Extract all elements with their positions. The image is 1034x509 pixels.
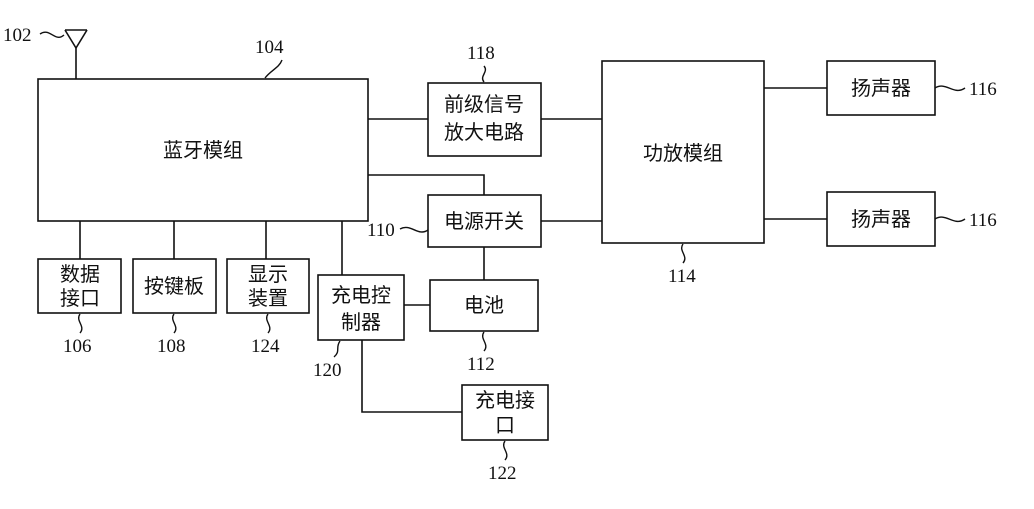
ref-power-switch: 110 [367,220,395,241]
ref-data-port: 106 [63,336,92,357]
keypad-label: 按键板 [144,274,204,298]
power-switch-label: 电源开关 [444,209,524,233]
reference-numerals: 102 104 118 116 116 110 114 106 108 124 … [3,25,997,484]
data-port-label-line1: 数据 [60,262,100,286]
charge-controller-block: 充电控 制器 [317,274,405,341]
charge-port-label-line2: 口 [495,413,515,437]
ref-speaker-top: 116 [969,79,997,100]
preamp-label-line2: 放大电路 [444,120,524,144]
charge-port-block: 充电接 口 [461,384,549,441]
reference-leaders [39,31,966,461]
display-block: 显示 装置 [226,258,310,314]
ref-charge-controller: 120 [313,360,342,381]
bluetooth-module-block: 蓝牙模组 [37,78,369,222]
antenna-icon [64,29,88,79]
speaker-bottom-block: 扬声器 [826,191,936,247]
speaker-top-label: 扬声器 [851,76,911,100]
amp-module-block: 功放模组 [601,60,765,244]
preamp-block: 前级信号 放大电路 [427,82,542,157]
ref-speaker-bottom: 116 [969,210,997,231]
connection-wires [79,87,827,413]
ref-amp-module: 114 [668,266,696,287]
amp-module-label: 功放模组 [643,141,723,165]
charge-controller-label-line2: 制器 [341,310,381,334]
charge-port-label-line1: 充电接 [475,388,535,412]
battery-block: 电池 [429,279,539,332]
ref-antenna: 102 [3,25,32,46]
ref-preamp: 118 [467,43,495,64]
battery-label: 电池 [464,293,504,317]
speaker-top-block: 扬声器 [826,60,936,116]
power-switch-block: 电源开关 [427,194,542,248]
preamp-label-line1: 前级信号 [444,92,524,116]
data-port-label-line2: 接口 [60,286,100,310]
speaker-bottom-label: 扬声器 [851,207,911,231]
ref-battery: 112 [467,354,495,375]
display-label-line2: 装置 [248,286,288,310]
keypad-block: 按键板 [132,258,217,314]
data-port-block: 数据 接口 [37,258,122,314]
bluetooth-module-label: 蓝牙模组 [163,138,243,162]
ref-keypad: 108 [157,336,186,357]
ref-display: 124 [251,336,280,357]
ref-charge-port: 122 [488,463,517,484]
charge-controller-label-line1: 充电控 [331,283,391,307]
display-label-line1: 显示 [248,262,288,286]
ref-bluetooth-module: 104 [255,37,284,58]
